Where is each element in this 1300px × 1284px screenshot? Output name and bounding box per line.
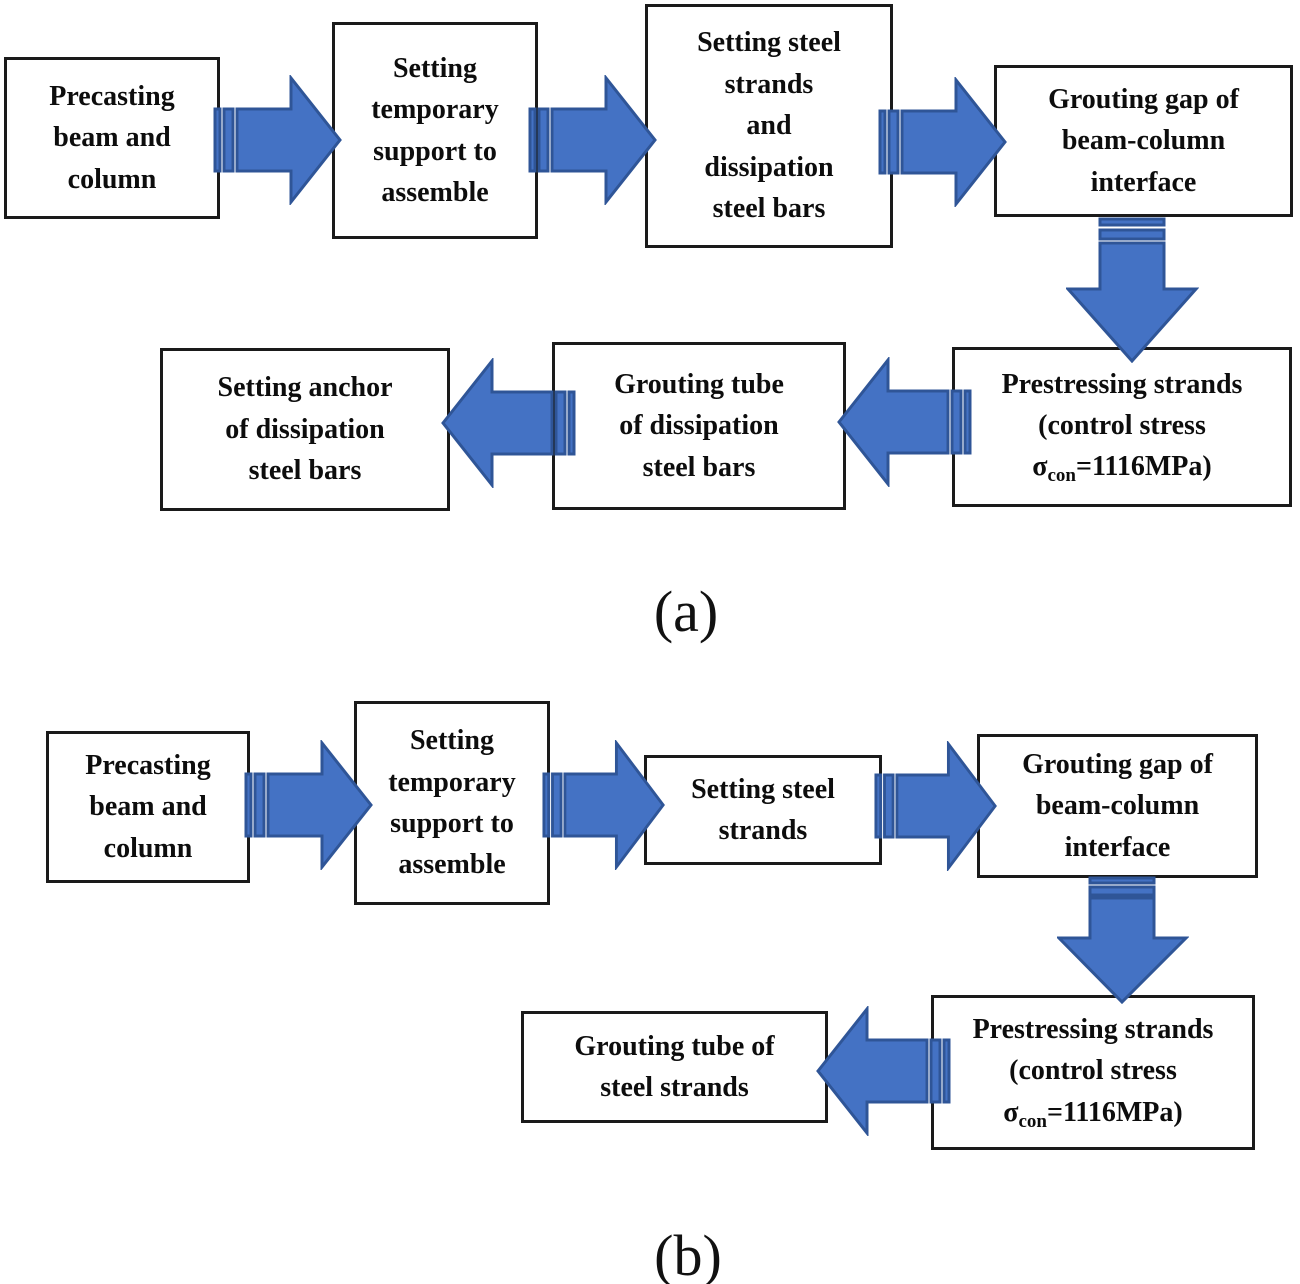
control-stress-formula: σcon=1116MPa)	[1032, 446, 1211, 490]
panel-a-label: (a)	[653, 579, 719, 644]
step-box-precasting-a: Precasting beam and column	[4, 57, 220, 219]
step-label: Setting anchor of dissipation steel bars	[217, 372, 393, 487]
flow-arrow-right-icon	[213, 75, 343, 205]
step-box-temporary-support-b: Setting temporary support to assemble	[354, 701, 550, 905]
flow-arrow-right-icon	[542, 740, 666, 870]
step-box-grouting-gap-b: Grouting gap of beam-column interface	[977, 734, 1258, 878]
step-box-grouting-tube-b: Grouting tube of steel strands	[521, 1011, 828, 1123]
stress-value: =1116MPa)	[1047, 1096, 1183, 1128]
flow-arrow-right-icon	[874, 741, 998, 871]
panel-b-label: (b)	[654, 1223, 722, 1284]
flow-arrow-left-icon	[836, 357, 972, 487]
step-label: Grouting tube of steel strands	[574, 1030, 775, 1103]
step-box-grouting-gap-a: Grouting gap of beam-column interface	[994, 65, 1293, 217]
sigma-subscript: con	[1047, 465, 1077, 487]
control-stress-formula: σcon=1116MPa)	[1003, 1092, 1182, 1136]
step-box-setting-anchor-a: Setting anchor of dissipation steel bars	[160, 348, 450, 511]
step-box-prestressing-a: Prestressing strands (control stress σco…	[952, 347, 1292, 507]
flow-arrow-right-icon	[878, 77, 1008, 207]
step-label: Grouting gap of beam-column interface	[1048, 83, 1239, 198]
step-label: Setting steel strands	[691, 773, 835, 846]
step-box-temporary-support-a: Setting temporary support to assemble	[332, 22, 538, 239]
step-label: Precasting beam and column	[49, 80, 175, 195]
step-box-steel-strands-dissipation-a: Setting steel strands and dissipation st…	[645, 4, 893, 248]
step-label: Setting steel strands and dissipation st…	[697, 27, 841, 225]
sigma-symbol: σ	[1003, 1096, 1019, 1128]
flow-arrow-right-icon	[244, 740, 374, 870]
step-label: Setting temporary support to assemble	[371, 52, 499, 208]
step-label: Prestressing strands (control stress	[1001, 368, 1243, 441]
step-label: Grouting gap of beam-column interface	[1022, 748, 1213, 863]
flow-arrow-right-icon	[528, 75, 658, 205]
step-box-precasting-b: Precasting beam and column	[46, 731, 250, 883]
sigma-symbol: σ	[1032, 451, 1048, 483]
step-box-steel-strands-b: Setting steel strands	[644, 755, 882, 865]
stress-value: =1116MPa)	[1076, 451, 1212, 483]
flow-arrow-down-icon	[1057, 876, 1189, 1004]
flow-arrow-left-icon	[440, 358, 576, 488]
flow-arrow-down-icon	[1066, 217, 1199, 363]
step-label: Precasting beam and column	[85, 749, 211, 864]
step-label: Setting temporary support to assemble	[388, 725, 516, 881]
sigma-subscript: con	[1018, 1110, 1048, 1132]
flow-arrow-left-icon	[815, 1006, 951, 1136]
step-label: Prestressing strands (control stress	[972, 1014, 1214, 1087]
step-label: Grouting tube of dissipation steel bars	[614, 368, 784, 483]
step-box-prestressing-b: Prestressing strands (control stress σco…	[931, 995, 1255, 1150]
step-box-grouting-tube-a: Grouting tube of dissipation steel bars	[552, 342, 846, 510]
